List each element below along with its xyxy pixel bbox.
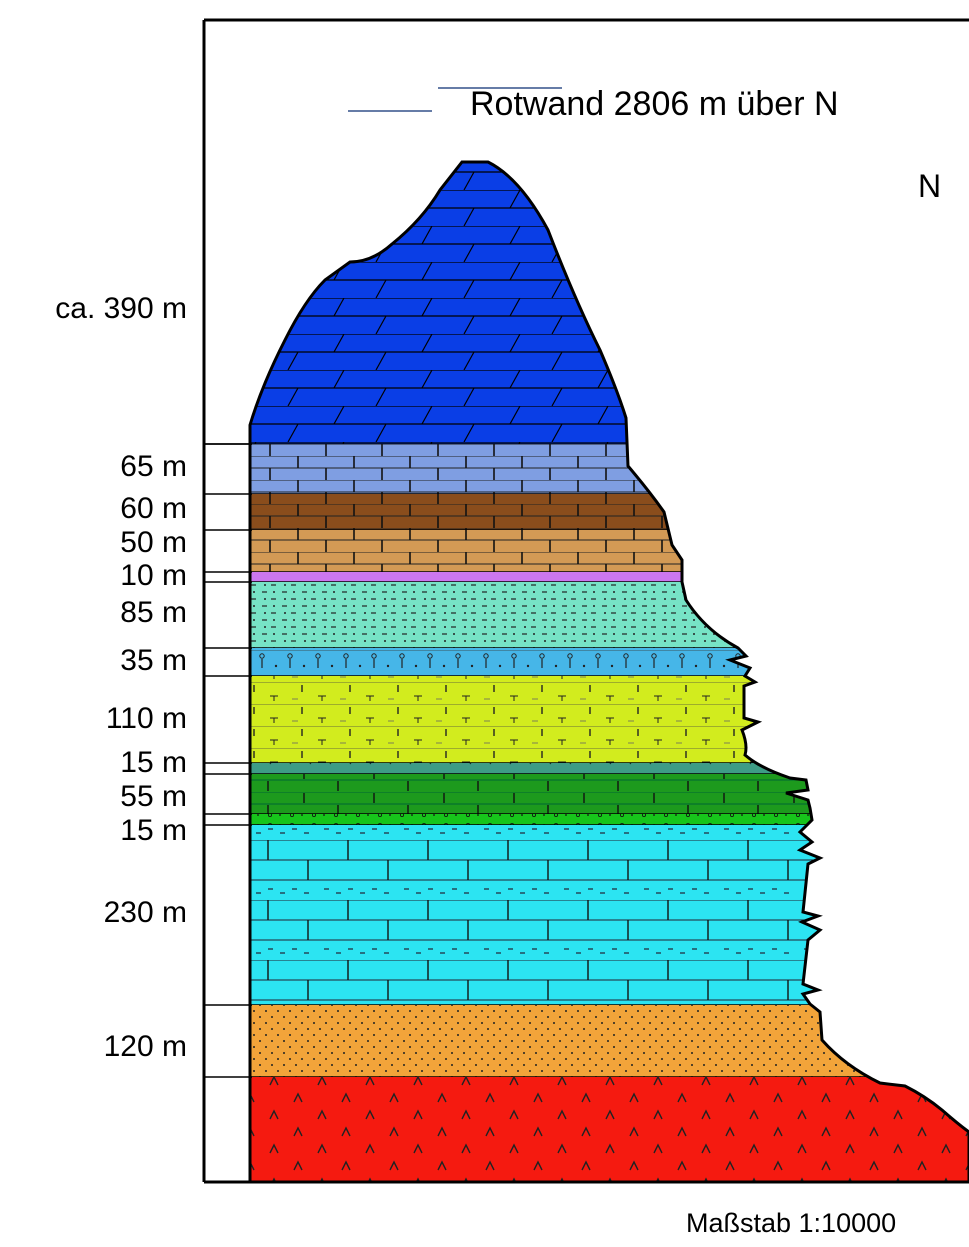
thickness-label-4: 10 m [120, 559, 187, 592]
summit-title: Rotwand 2806 m über N [470, 85, 839, 123]
thickness-label-2: 60 m [120, 492, 187, 525]
stratum-pattern-2 [250, 494, 969, 530]
reference-column [205, 20, 251, 1182]
stratum-pattern-6 [250, 648, 969, 676]
boundary-ticks [204, 443, 252, 1078]
thickness-labels: ca. 390 m 65 m 60 m50 m10 m 85 m 35 m 110 m 15… [55, 292, 187, 1063]
thickness-label-12: 120 m [104, 1030, 187, 1063]
north-mark: N [918, 168, 941, 204]
thickness-label-1: 65 m [120, 450, 187, 483]
thickness-label-9: 55 m [120, 780, 187, 813]
stratum-pattern-3 [250, 530, 969, 572]
stratum-pattern-7 [250, 676, 969, 763]
thickness-label-7: 110 m [106, 702, 187, 735]
thickness-label-10: 15 m [120, 814, 187, 847]
thickness-label-6: 35 m [120, 644, 187, 677]
thickness-label-3: 50 m [120, 526, 187, 559]
scale-label: Maßstab 1:10000 [686, 1208, 896, 1238]
thickness-label-11: 230 m [104, 896, 187, 929]
thickness-label-5: 85 m [120, 596, 187, 629]
stratum-pattern-8 [250, 763, 969, 774]
strata-group [250, 162, 969, 1182]
stratum-pattern-12 [250, 1005, 969, 1077]
stratum-band-4 [250, 572, 969, 582]
mountain-outline [248, 160, 969, 1184]
stratum-pattern-10 [250, 814, 969, 825]
thickness-label-0: ca. 390 m [55, 292, 187, 325]
stratum-pattern-9 [250, 774, 969, 814]
stratum-pattern-1 [250, 444, 969, 494]
stratum-pattern-13 [250, 1077, 969, 1182]
stratum-pattern-0 [250, 162, 969, 444]
thickness-label-8: 15 m [120, 746, 187, 779]
stratum-pattern-11 [250, 825, 969, 1005]
stratum-pattern-5 [250, 582, 969, 648]
